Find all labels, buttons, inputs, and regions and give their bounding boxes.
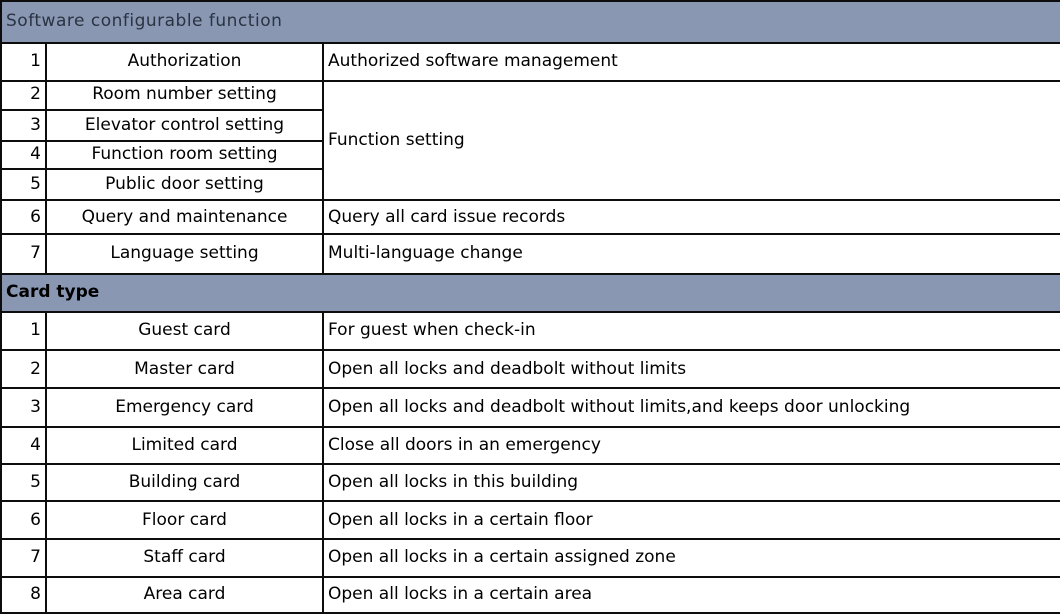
section1-title: Software configurable function: [0, 0, 1060, 45]
row-number-cell: 6: [0, 500, 47, 541]
table-row: 4 Function room setting: [0, 139, 1060, 171]
description-cell: Open all locks in a certain assigned zon…: [321, 538, 1060, 578]
function-name-cell: Public door setting: [45, 168, 324, 202]
row-number-cell: 2: [0, 349, 47, 390]
merged-description-cell: Function setting: [321, 79, 1060, 202]
function-name-cell: Authorization: [45, 42, 324, 82]
card-type-cell: Area card: [45, 575, 324, 614]
description-cell: For guest when check-in: [321, 310, 1060, 352]
row-number-cell: 7: [0, 233, 47, 275]
table-row: 5 Public door setting: [0, 168, 1060, 202]
row-number-cell: 4: [0, 139, 47, 171]
row-number-cell: 7: [0, 538, 47, 578]
row-number-cell: 8: [0, 575, 47, 614]
card-type-cell: Guest card: [45, 310, 324, 352]
row-number-cell: 3: [0, 108, 47, 142]
function-name-cell: Function room setting: [45, 139, 324, 171]
table-row: 4 Limited card Close all doors in an eme…: [0, 425, 1060, 465]
description-cell: Open all locks in this building: [321, 462, 1060, 503]
card-type-cell: Building card: [45, 462, 324, 503]
row-number-cell: 3: [0, 387, 47, 428]
card-type-cell: Master card: [45, 349, 324, 390]
table-row: 1 Authorization Authorized software mana…: [0, 42, 1060, 82]
table-row: 3 Elevator control setting: [0, 108, 1060, 142]
description-cell: Open all locks in a certain floor: [321, 500, 1060, 541]
table-row: 7 Staff card Open all locks in a certain…: [0, 538, 1060, 578]
table-row: 6 Query and maintenance Query all card i…: [0, 199, 1060, 236]
table-row: 3 Emergency card Open all locks and dead…: [0, 387, 1060, 428]
table-row: 5 Building card Open all locks in this b…: [0, 462, 1060, 503]
card-type-cell: Emergency card: [45, 387, 324, 428]
section2-title: Card type: [0, 272, 1060, 313]
description-cell: Open all locks and deadbolt without limi…: [321, 349, 1060, 390]
table-row: 8 Area card Open all locks in a certain …: [0, 575, 1060, 614]
section1-header-row: Software configurable function: [0, 0, 1060, 45]
table-row: 6 Floor card Open all locks in a certain…: [0, 500, 1060, 541]
function-name-cell: Query and maintenance: [45, 199, 324, 236]
row-number-cell: 1: [0, 42, 47, 82]
table-row: 7 Language setting Multi-language change: [0, 233, 1060, 275]
row-number-cell: 5: [0, 462, 47, 503]
description-cell: Close all doors in an emergency: [321, 425, 1060, 465]
table-row: 2 Master card Open all locks and deadbol…: [0, 349, 1060, 390]
function-name-cell: Room number setting: [45, 79, 324, 111]
function-name-cell: Elevator control setting: [45, 108, 324, 142]
row-number-cell: 4: [0, 425, 47, 465]
table-row: 1 Guest card For guest when check-in: [0, 310, 1060, 352]
function-name-cell: Language setting: [45, 233, 324, 275]
card-type-cell: Staff card: [45, 538, 324, 578]
table-row: 2 Room number setting Function setting: [0, 79, 1060, 202]
row-number-cell: 2: [0, 79, 47, 111]
row-number-cell: 6: [0, 199, 47, 236]
description-cell: Query all card issue records: [321, 199, 1060, 236]
description-cell: Multi-language change: [321, 233, 1060, 275]
section2-header-row: Card type: [0, 272, 1060, 313]
description-cell: Authorized software management: [321, 42, 1060, 82]
description-cell: Open all locks and deadbolt without limi…: [321, 387, 1060, 428]
row-number-cell: 5: [0, 168, 47, 202]
row-number-cell: 1: [0, 310, 47, 352]
card-type-cell: Floor card: [45, 500, 324, 541]
description-cell: Open all locks in a certain area: [321, 575, 1060, 614]
card-type-cell: Limited card: [45, 425, 324, 465]
